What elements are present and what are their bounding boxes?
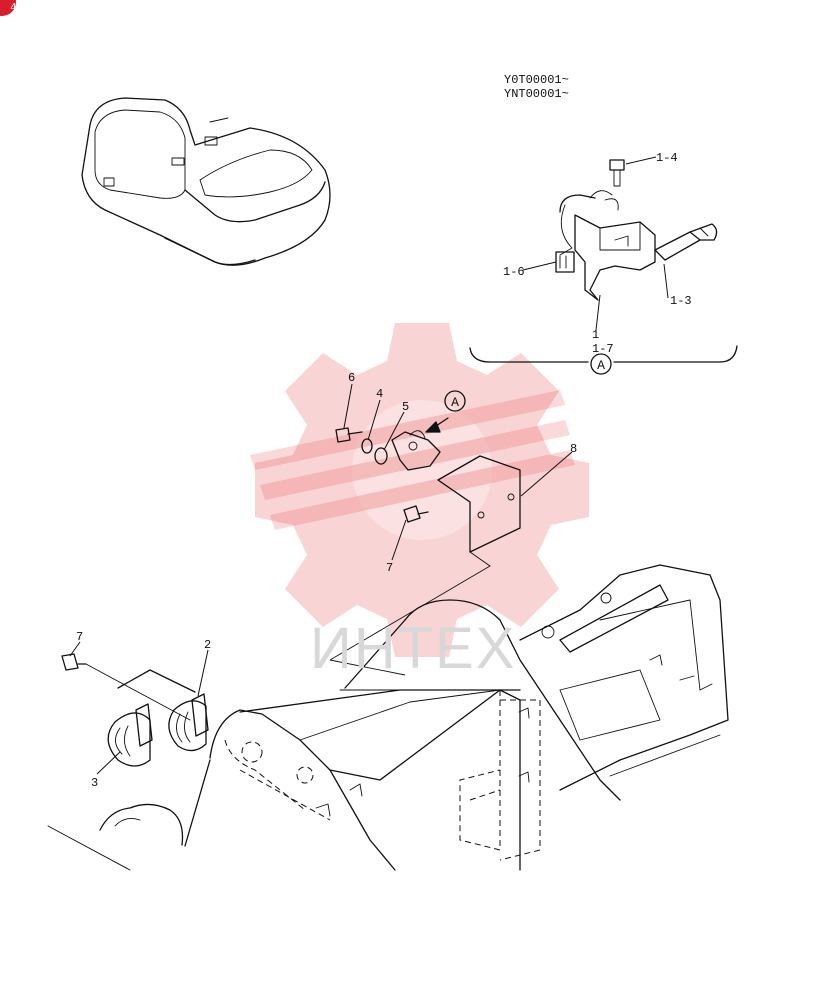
watermark-text: ИНТЕХ — [310, 616, 517, 681]
callout-8: 8 — [570, 442, 577, 456]
callout-3: 3 — [91, 776, 98, 790]
bracket-mount-leader — [329, 551, 491, 661]
view-a-arrow-marker — [444, 390, 466, 412]
serial-range-2: YNT00001~ — [504, 87, 569, 101]
callout-1-3: 1-3 — [670, 294, 692, 308]
watermark-gear-logo — [255, 323, 589, 657]
watermark-stripes — [250, 390, 575, 540]
callout-7-lower: 7 — [76, 630, 83, 644]
callout-1-4: 1-4 — [656, 151, 678, 165]
view-a-marker — [590, 353, 612, 375]
callout-1: 1 — [592, 328, 599, 342]
callout-7-upper: 7 — [386, 561, 393, 575]
callout-1-6: 1-6 — [503, 265, 525, 279]
frame-hidden-lines — [224, 690, 541, 861]
serial-range-1: Y0T00001~ — [504, 73, 569, 87]
callout-6: 6 — [348, 371, 355, 385]
horn-assembly — [61, 653, 209, 767]
detail-view-a — [469, 159, 738, 363]
callout-5: 5 — [402, 400, 409, 414]
callout-2: 2 — [204, 638, 211, 652]
callout-1-7: 1-7 — [592, 342, 614, 356]
view-a-marker-letter: A — [597, 358, 605, 373]
operator-seat — [81, 97, 331, 266]
callout-4: 4 — [376, 387, 383, 401]
callout-labels: 1-4 1-6 1-3 1 1-7 6 4 5 8 7 7 2 3 A A — [76, 151, 692, 790]
view-a-arrow-letter: A — [451, 395, 459, 410]
horn-bracket-assembly — [335, 417, 521, 553]
machine-frame — [47, 564, 729, 871]
callout-leaders — [69, 156, 669, 775]
